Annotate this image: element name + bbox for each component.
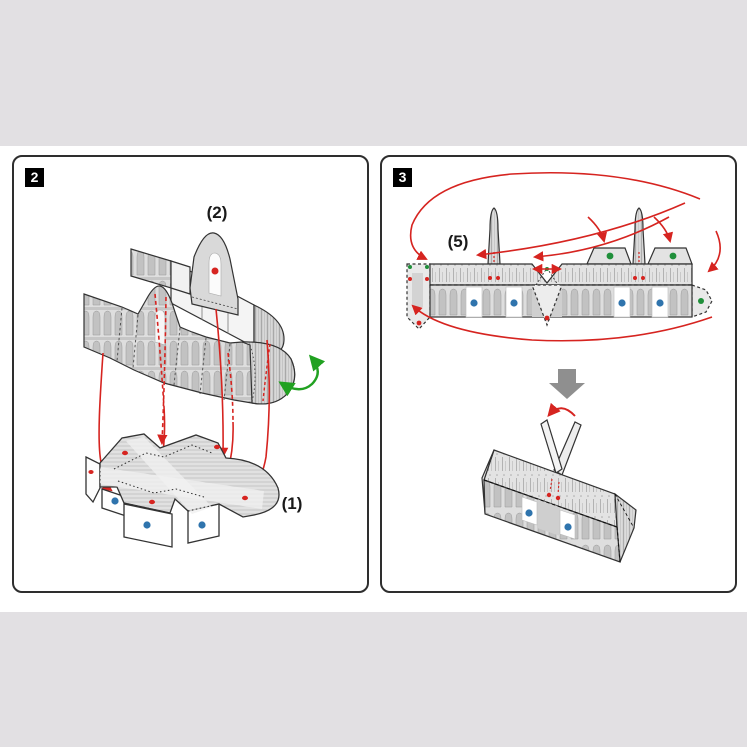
step-2-illustration: (2) (1) — [83, 203, 326, 548]
red-wrap-arrows — [409, 171, 721, 342]
glue-dot-blue — [564, 523, 572, 531]
gray-down-arrow-icon — [549, 369, 585, 399]
part-label-1: (1) — [282, 494, 303, 513]
glue-dots-blue — [470, 299, 664, 307]
step-3-panel: 3 (5) — [380, 155, 737, 593]
glue-dots-green — [408, 252, 704, 304]
glue-dots-blue — [111, 497, 206, 529]
assembled-model — [481, 402, 637, 563]
base-tab — [85, 455, 101, 504]
facade-strip — [406, 207, 713, 330]
red-fold-arrow-icon — [547, 402, 576, 417]
glue-dots-red — [408, 276, 645, 326]
part-label-2: (2) — [207, 203, 228, 222]
spire-left — [487, 207, 501, 265]
glue-dot-red — [211, 267, 219, 275]
part-label-5: (5) — [448, 232, 469, 251]
step-2-badge: 2 — [25, 168, 44, 187]
glue-dots-red — [88, 444, 248, 505]
step-3-badge: 3 — [393, 168, 412, 187]
step-2-panel: 2 (2) (1) — [12, 155, 369, 593]
spire-right — [632, 207, 646, 265]
base-plate — [85, 433, 280, 548]
green-rotate-arrow-icon — [278, 354, 326, 397]
glue-dot-blue — [525, 509, 533, 517]
pediment-tab — [531, 284, 563, 327]
spire-flap-left — [540, 419, 563, 474]
step-3-illustration: (5) — [406, 171, 721, 563]
